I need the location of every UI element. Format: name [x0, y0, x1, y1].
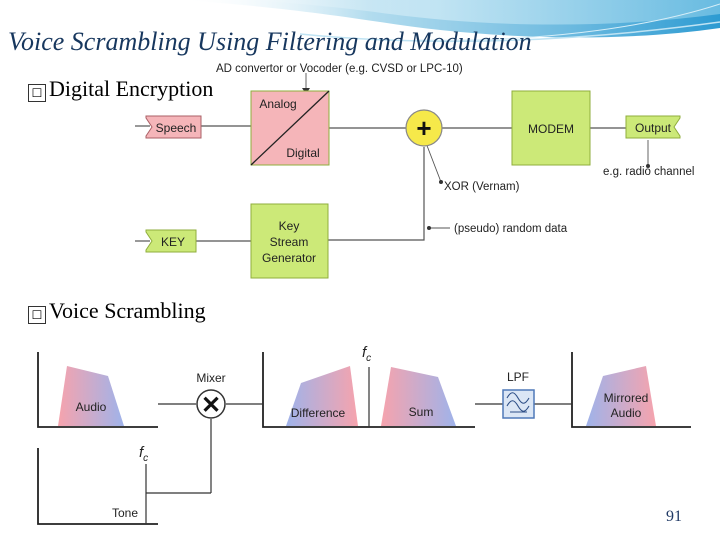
modem-box — [511, 90, 591, 166]
keystream-line1: Key — [279, 219, 300, 233]
xor-plus-icon: + — [416, 113, 431, 143]
keystream-line3: Generator — [262, 251, 316, 265]
adc-caption: AD convertor or Vocoder (e.g. CVSD or LP… — [216, 63, 463, 75]
radio-caption: e.g. radio channel — [603, 166, 694, 178]
header-wave — [0, 0, 720, 70]
output-box — [625, 115, 681, 139]
digital-encryption-diagram: Speech Analog Digital AD convertor or Vo… — [135, 63, 694, 279]
key-label: KEY — [161, 235, 185, 249]
difference-spectrum-shape — [286, 366, 358, 426]
lpf-filter-icon — [506, 392, 530, 413]
mirrored-label-line2: Audio — [611, 406, 642, 420]
adc-diagonal — [250, 90, 330, 166]
difference-label: Difference — [291, 406, 346, 420]
tone-axes — [37, 448, 158, 525]
audio-spectrum-shape — [58, 366, 124, 426]
bullet-text: Digital Encryption — [49, 76, 214, 101]
output-label: Output — [635, 121, 672, 135]
speech-box — [145, 115, 202, 139]
carrier-fc-label: fc — [362, 344, 371, 364]
key-box — [145, 229, 197, 253]
audio-label: Audio — [76, 400, 107, 414]
bullet-voice-scrambling: ☐Voice Scrambling — [28, 298, 206, 324]
bullet-text: Voice Scrambling — [49, 298, 206, 323]
slide-title: Voice Scrambling Using Filtering and Mod… — [8, 27, 532, 56]
lpf-label: LPF — [507, 370, 529, 384]
mirrored-spectrum-shape — [586, 366, 656, 426]
modem-label: MODEM — [528, 122, 574, 136]
adc-digital-label: Digital — [286, 146, 319, 160]
mixed-axes — [262, 352, 475, 428]
speech-label: Speech — [156, 121, 197, 135]
multiply-icon: ✕ — [201, 392, 221, 419]
adc-analog-label: Analog — [259, 97, 296, 111]
mirrored-label-line1: Mirrored — [604, 391, 649, 405]
tone-label: Tone — [112, 506, 138, 520]
sum-label: Sum — [409, 405, 434, 419]
bullet-box-icon: ☐ — [28, 84, 46, 102]
sum-spectrum-shape — [381, 367, 456, 426]
bullet-digital-encryption: ☐Digital Encryption — [28, 76, 213, 102]
xor-symbol — [405, 109, 443, 147]
mixer-label: Mixer — [196, 371, 225, 385]
keystream-box — [250, 203, 329, 279]
mixer-symbol — [196, 389, 226, 419]
random-data-caption: (pseudo) random data — [454, 223, 568, 235]
mirrored-axes — [571, 352, 691, 428]
audio-axes — [37, 352, 158, 428]
tone-fc-label: fc — [139, 444, 148, 464]
keystream-line2: Stream — [270, 235, 309, 249]
xor-caption: XOR (Vernam) — [444, 181, 520, 193]
page-number: 91 — [666, 508, 682, 525]
voice-scrambling-diagram: Audio Mixer ✕ fc Tone fc Difference Sum … — [37, 344, 691, 525]
bullet-box-icon: ☐ — [28, 306, 46, 324]
